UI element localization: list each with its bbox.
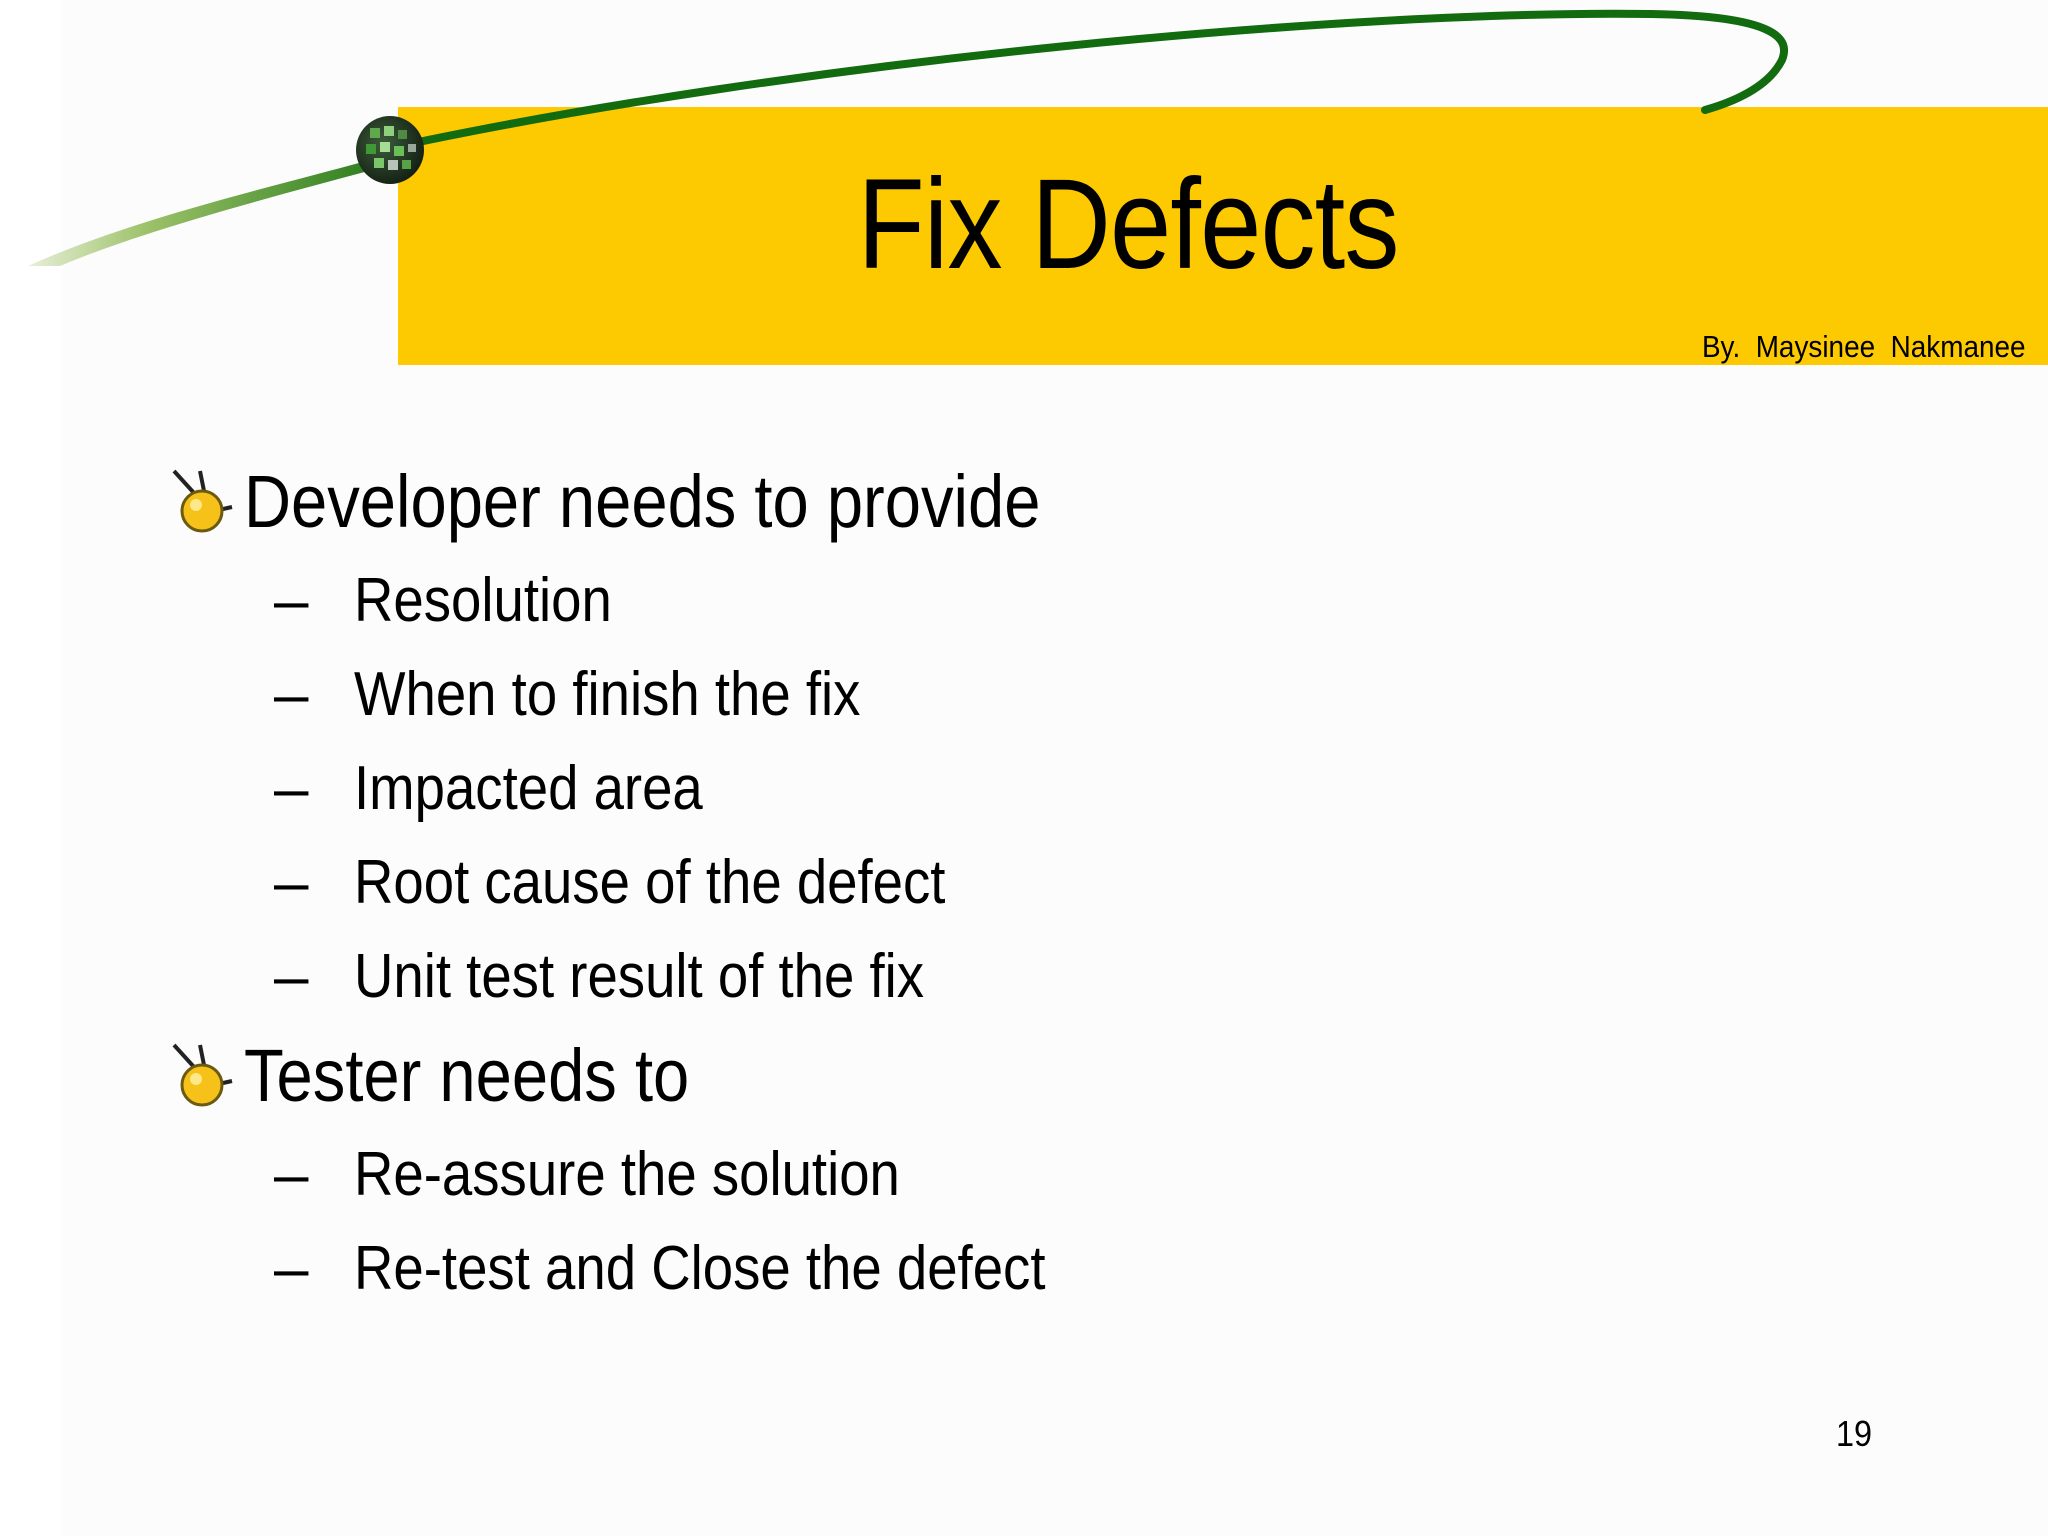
- list-item-label: Unit test result of the fix: [354, 942, 925, 1011]
- list-item: –Resolution: [170, 554, 1770, 648]
- list-item-label: Resolution: [354, 566, 612, 635]
- list-item: –Unit test result of the fix: [170, 930, 1770, 1024]
- dash-marker: –: [274, 1140, 309, 1209]
- section-heading-developer: Developer needs to provide: [170, 450, 1770, 554]
- list-item: –Re-test and Close the defect: [170, 1222, 1770, 1316]
- dash-marker: –: [274, 848, 309, 917]
- list-item: –When to finish the fix: [170, 648, 1770, 742]
- list-item-label: Re-test and Close the defect: [354, 1234, 1046, 1303]
- dash-marker: –: [274, 942, 309, 1011]
- section-heading-label: Developer needs to provide: [244, 460, 1041, 543]
- list-item: –Impacted area: [170, 742, 1770, 836]
- dash-marker: –: [274, 1234, 309, 1303]
- list-item: –Re-assure the solution: [170, 1128, 1770, 1222]
- list-item-label: When to finish the fix: [354, 660, 861, 729]
- dash-marker: –: [274, 660, 309, 729]
- list-item: –Root cause of the defect: [170, 836, 1770, 930]
- list-item-label: Impacted area: [354, 754, 703, 823]
- golden-bug-bullet-icon: [172, 469, 233, 533]
- list-item-label: Re-assure the solution: [354, 1140, 900, 1209]
- dash-marker: –: [274, 754, 309, 823]
- list-item-label: Root cause of the defect: [354, 848, 946, 917]
- section-heading-tester: Tester needs to: [170, 1024, 1770, 1128]
- author-credit: By. Maysinee Nakmanee: [1702, 329, 2026, 364]
- swoosh-tail: [28, 160, 372, 266]
- slide-title: Fix Defects: [857, 153, 1399, 296]
- left-margin-strip: [0, 0, 62, 1536]
- golden-bug-bullet-icon: [172, 1043, 233, 1107]
- page-number: 19: [1836, 1413, 1873, 1454]
- bullet-content: Developer needs to provide –Resolution –…: [170, 450, 1770, 1316]
- dash-marker: –: [274, 566, 309, 635]
- section-heading-label: Tester needs to: [244, 1034, 690, 1117]
